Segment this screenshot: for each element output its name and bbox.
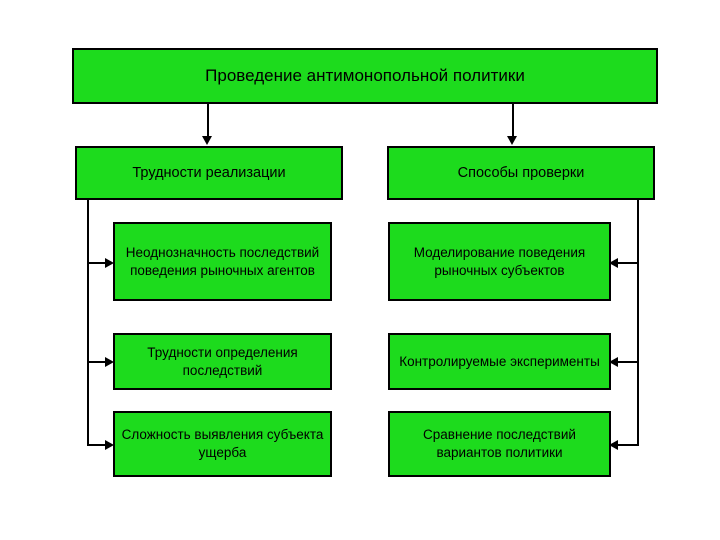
connector-spine-left <box>87 200 89 445</box>
connector-right-to-leaf-3 <box>618 444 639 446</box>
leaf-node-left-1-label: Неоднозначность последствий поведения ры… <box>125 244 320 278</box>
leaf-node-right-2[interactable]: Контролируемые эксперименты <box>388 333 611 390</box>
arrowhead-right-leaf-2-icon <box>609 357 618 367</box>
connector-root-to-branch-right <box>512 104 514 137</box>
branch-node-verification-methods[interactable]: Способы проверки <box>387 146 655 200</box>
arrowhead-left-leaf-3-icon <box>105 440 114 450</box>
arrowhead-root-to-branch-left-icon <box>202 136 212 145</box>
leaf-node-left-3[interactable]: Сложность выявления субъекта ущерба <box>113 411 332 477</box>
connector-right-to-leaf-1 <box>618 262 639 264</box>
leaf-node-right-2-label: Контролируемые эксперименты <box>399 353 600 369</box>
arrowhead-right-leaf-1-icon <box>609 258 618 268</box>
branch-node-difficulties-label: Трудности реализации <box>132 164 286 181</box>
leaf-node-right-1-label: Моделирование поведения рыночных субъект… <box>413 244 586 278</box>
connector-left-to-leaf-3 <box>87 444 107 446</box>
arrowhead-left-leaf-1-icon <box>105 258 114 268</box>
connector-left-to-leaf-1 <box>87 262 107 264</box>
arrowhead-left-leaf-2-icon <box>105 357 114 367</box>
root-node-label: Проведение антимонопольной политики <box>205 65 525 85</box>
branch-node-verification-methods-label: Способы проверки <box>457 164 585 181</box>
connector-root-to-branch-left <box>207 104 209 137</box>
leaf-node-left-1[interactable]: Неоднозначность последствий поведения ры… <box>113 222 332 301</box>
connector-spine-right <box>637 200 639 445</box>
leaf-node-right-3[interactable]: Сравнение последствий вариантов политики <box>388 411 611 477</box>
connector-left-to-leaf-2 <box>87 361 107 363</box>
leaf-node-right-1[interactable]: Моделирование поведения рыночных субъект… <box>388 222 611 301</box>
root-node-antimonopoly-policy[interactable]: Проведение антимонопольной политики <box>72 48 658 104</box>
leaf-node-left-2[interactable]: Трудности определения последствий <box>113 333 332 390</box>
leaf-node-left-2-label: Трудности определения последствий <box>147 344 298 378</box>
arrowhead-root-to-branch-right-icon <box>507 136 517 145</box>
leaf-node-left-3-label: Сложность выявления субъекта ущерба <box>121 427 324 460</box>
branch-node-difficulties[interactable]: Трудности реализации <box>75 146 343 200</box>
arrowhead-right-leaf-3-icon <box>609 440 618 450</box>
leaf-node-right-3-label: Сравнение последствий вариантов политики <box>423 427 576 460</box>
connector-right-to-leaf-2 <box>618 361 639 363</box>
